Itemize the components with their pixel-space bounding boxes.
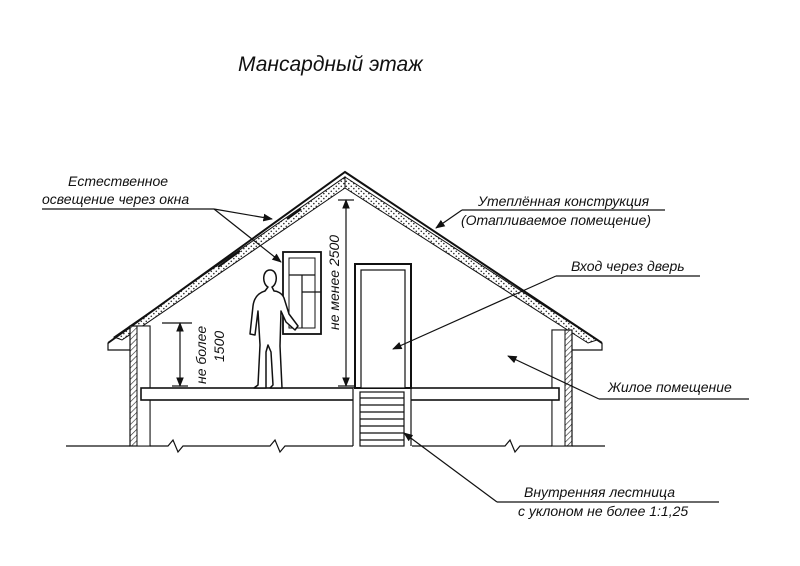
ground-line bbox=[66, 438, 605, 454]
living-leader bbox=[507, 355, 749, 400]
skylight-lower bbox=[217, 250, 241, 268]
max-height-label-1: не более bbox=[193, 326, 209, 384]
max-height-label-2: 1500 bbox=[211, 331, 227, 362]
right-eave bbox=[572, 343, 603, 351]
left-eave bbox=[107, 343, 130, 351]
natural-light-label-1: Естественное bbox=[68, 173, 168, 189]
roof-insulation-right bbox=[344, 176, 599, 344]
min-height-label: не менее 2500 bbox=[326, 235, 342, 330]
dimension-max-height bbox=[162, 322, 192, 387]
stair-label-1: Внутренняя лестница bbox=[524, 484, 675, 500]
living-label: Жилое помещение bbox=[607, 379, 732, 395]
door-leaf bbox=[360, 269, 406, 389]
natural-light-label-2: освещение через окна bbox=[42, 191, 189, 207]
person-silhouette bbox=[249, 269, 299, 389]
dimension-min-height bbox=[338, 199, 354, 387]
diagram-title: Мансардный этаж bbox=[238, 53, 424, 76]
natural-light-leaders bbox=[42, 208, 282, 263]
left-knee-wall-inner bbox=[136, 325, 151, 447]
insulated-label-1: Утеплённая конструкция bbox=[477, 193, 650, 209]
stair-steps bbox=[360, 397, 404, 441]
door-label: Вход через дверь bbox=[571, 258, 685, 274]
insulated-leader bbox=[435, 209, 665, 229]
stair-label-2: с уклоном не более 1:1,25 bbox=[518, 503, 688, 519]
skylight-upper bbox=[286, 208, 302, 220]
stair-leader bbox=[403, 432, 719, 503]
insulated-label-2: (Отапливаемое помещение) bbox=[461, 212, 651, 228]
door-leader bbox=[392, 275, 700, 350]
roof-outline bbox=[107, 170, 603, 344]
floor-slab bbox=[140, 387, 560, 401]
